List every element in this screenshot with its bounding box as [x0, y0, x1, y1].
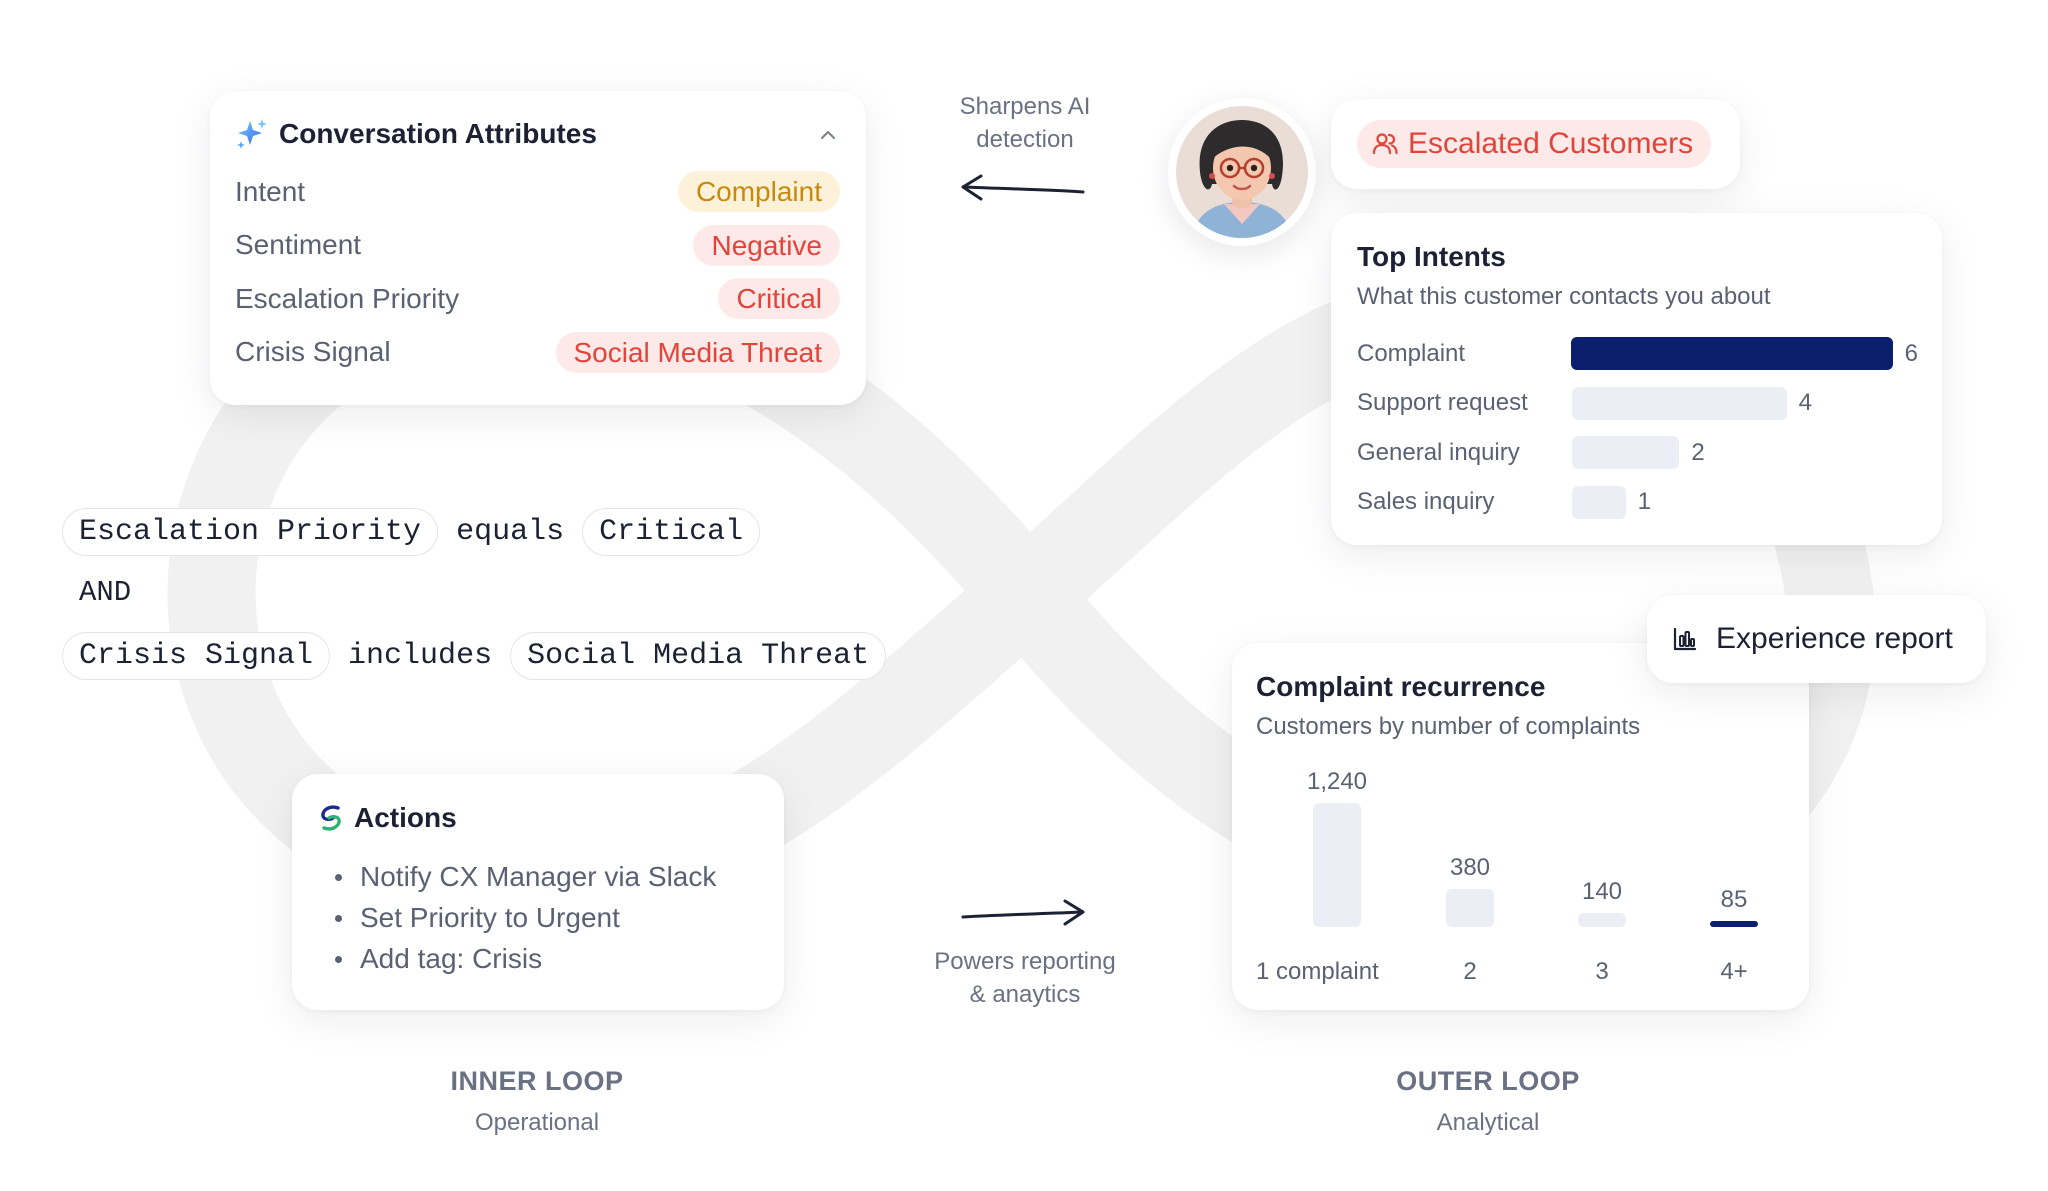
arrow-right-icon	[961, 899, 1085, 926]
attribute-value-pill: Critical	[718, 278, 840, 320]
attribute-row: Crisis Signal Social Media Threat	[235, 326, 840, 380]
recurrence-bar	[1578, 913, 1626, 927]
users-icon	[1372, 133, 1398, 155]
attributes-header: Conversation Attributes	[235, 117, 840, 151]
intent-label: Support request	[1357, 389, 1528, 417]
experience-report-button[interactable]: Experience report	[1647, 595, 1986, 683]
recurrence-value-label: 85	[1721, 886, 1748, 913]
intent-bar	[1572, 386, 1787, 420]
attribute-row: Escalation Priority Critical	[235, 272, 840, 326]
action-item: Add tag: Crisis	[335, 938, 756, 979]
intent-label: General inquiry	[1357, 438, 1520, 466]
attribute-value-pill: Social Media Threat	[555, 331, 840, 373]
intent-value: 1	[1637, 488, 1652, 516]
attribute-row: Sentiment Negative	[235, 219, 840, 273]
attribute-label: Intent	[235, 175, 306, 207]
rule-condition-2: Crisis Signal includes Social Media Thre…	[62, 632, 887, 680]
top-arrow-caption-line: detection	[976, 126, 1074, 153]
intent-bar	[1572, 436, 1680, 470]
intent-row: Support request 4	[1357, 379, 1918, 429]
bottom-arrow-caption-line: Powers reporting	[934, 948, 1116, 975]
complaint-recurrence-chart: 1,240 1 complaint 380 2 140 3 85 4+	[1256, 768, 1758, 985]
actions-list: Notify CX Manager via Slack Set Priority…	[316, 856, 756, 979]
chevron-up-icon[interactable]	[818, 125, 838, 145]
intent-bar	[1572, 485, 1626, 519]
intent-row: Sales inquiry 1	[1357, 478, 1918, 528]
outer-loop-subtitle: Analytical	[1436, 1109, 1540, 1136]
customer-avatar	[1168, 98, 1316, 246]
top-arrow-caption: Sharpens AI detection	[925, 90, 1125, 156]
intent-value: 4	[1798, 389, 1813, 417]
recurrence-value-label: 380	[1450, 854, 1490, 881]
attribute-label: Escalation Priority	[235, 282, 460, 314]
rule-field-chip: Crisis Signal	[62, 632, 331, 680]
attributes-list: Intent Complaint Sentiment Negative Esca…	[235, 165, 840, 379]
recurrence-bar	[1710, 921, 1758, 927]
actions-logo-icon	[321, 805, 341, 831]
attribute-row: Intent Complaint	[235, 165, 840, 219]
escalated-customers-label: Escalated Customers	[1408, 127, 1694, 160]
bar-chart-icon	[1673, 627, 1697, 651]
recurrence-category-label: 1 complaint	[1256, 958, 1379, 985]
inner-loop-subtitle: Operational	[474, 1109, 600, 1136]
attribute-value-pill: Complaint	[677, 171, 840, 213]
arrow-left-icon	[961, 174, 1085, 201]
intent-value: 2	[1691, 438, 1705, 466]
conversation-attributes-card: Conversation Attributes Intent Complaint…	[210, 91, 866, 405]
attribute-label: Sentiment	[235, 229, 362, 261]
recurrence-value-label: 1,240	[1307, 768, 1367, 795]
top-intents-card: Top Intents What this customer contacts …	[1331, 213, 1942, 545]
complaint-recurrence-card: 1,240 1 complaint 380 2 140 3 85 4+ Complaint r…	[1232, 643, 1809, 1010]
top-arrow-caption-line: Sharpens AI	[959, 93, 1091, 120]
recurrence-category-label: 2	[1463, 958, 1476, 985]
intent-value: 6	[1904, 339, 1918, 367]
bottom-arrow-caption-line: & anaytics	[969, 981, 1081, 1008]
recurrence-bar	[1446, 889, 1494, 927]
rule-field-chip: Escalation Priority	[62, 508, 439, 556]
actions-title: Actions	[354, 802, 457, 833]
top-intents-title: Top Intents	[1357, 241, 1506, 272]
complaint-recurrence-title: Complaint recurrence	[1256, 671, 1546, 702]
recurrence-category-label: 3	[1595, 958, 1608, 985]
intent-bar	[1571, 337, 1893, 371]
rule-condition-1: Escalation Priority equals Critical	[62, 508, 761, 556]
intent-row: General inquiry 2	[1357, 428, 1918, 478]
intent-row: Complaint 6	[1357, 329, 1918, 379]
attributes-title: Conversation Attributes	[279, 118, 597, 149]
bottom-arrow-caption: Powers reporting & anaytics	[900, 945, 1150, 1011]
sparkles-icon	[237, 119, 267, 149]
rule-value-chip: Critical	[582, 508, 761, 556]
attribute-value-pill: Negative	[693, 224, 840, 266]
recurrence-category-label: 4+	[1720, 958, 1747, 985]
recurrence-bar	[1313, 803, 1361, 927]
attribute-label: Crisis Signal	[235, 336, 391, 368]
actions-header: Actions	[316, 802, 756, 834]
rule-connector: AND	[79, 576, 132, 609]
inner-loop-title: INNER LOOP	[450, 1066, 624, 1096]
experience-report-label: Experience report	[1716, 622, 1953, 655]
top-intents-subtitle: What this customer contacts you about	[1357, 283, 1771, 310]
intent-label: Sales inquiry	[1357, 488, 1495, 516]
avatar-illustration	[1176, 106, 1308, 238]
escalated-customers-card: Escalated Customers	[1331, 99, 1740, 189]
recurrence-value-label: 140	[1582, 878, 1622, 905]
complaint-recurrence-subtitle: Customers by number of complaints	[1256, 713, 1641, 740]
actions-card: Actions Notify CX Manager via Slack Set …	[292, 774, 784, 1010]
rule-value-chip: Social Media Threat	[510, 632, 887, 680]
action-item: Notify CX Manager via Slack	[335, 856, 756, 897]
outer-loop-title: OUTER LOOP	[1396, 1066, 1580, 1096]
escalated-customers-pill[interactable]: Escalated Customers	[1357, 120, 1712, 168]
rule-operator: equals	[456, 515, 565, 549]
intent-label: Complaint	[1357, 339, 1466, 367]
action-item: Set Priority to Urgent	[335, 897, 756, 938]
rule-operator: includes	[348, 639, 493, 673]
